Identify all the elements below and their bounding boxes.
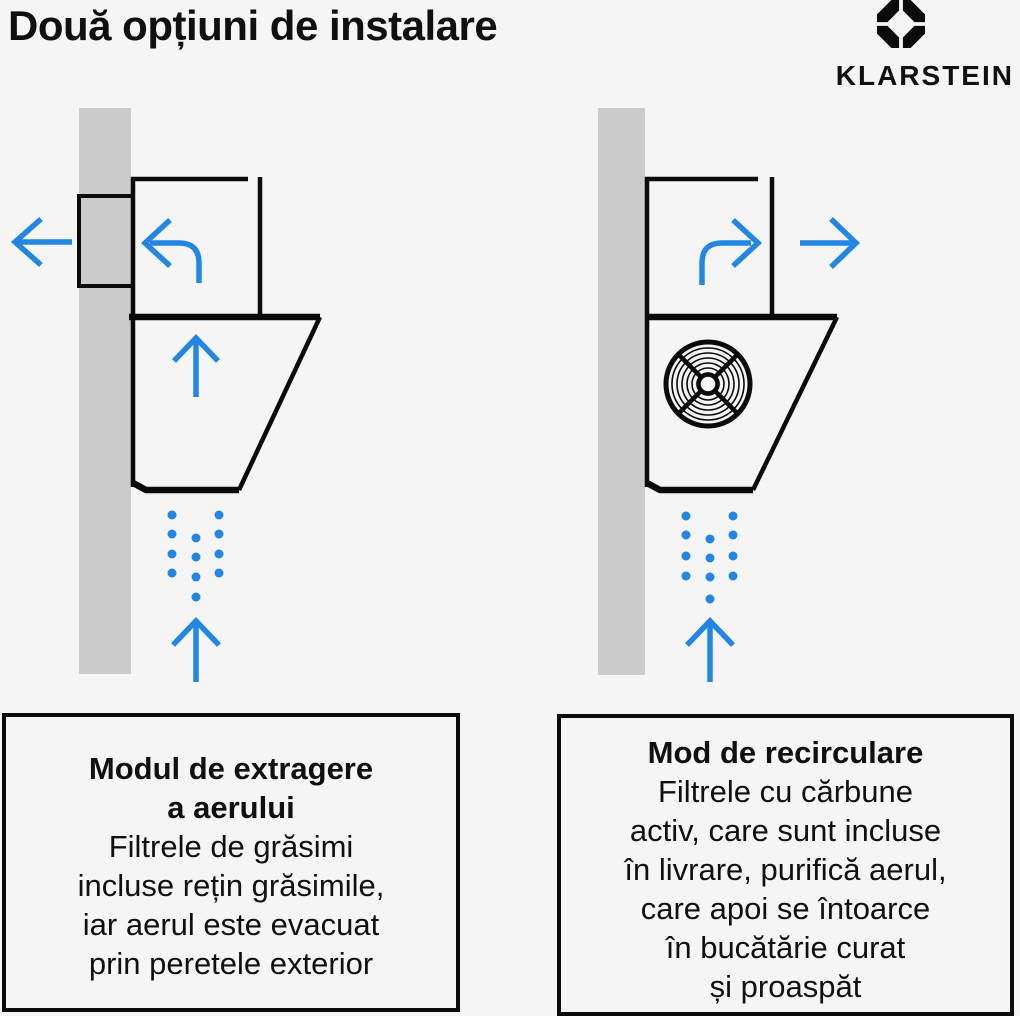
curved-right-arrow-icon [699, 217, 763, 285]
fan-icon [663, 339, 753, 429]
caption-body: Filtrele de grăsimi incluse rețin grăsim… [6, 827, 456, 983]
extraction-mode-caption-box: Modul de extragere a aerului Filtrele de… [2, 713, 460, 1012]
caption-body-line: incluse rețin grăsimile, [77, 868, 385, 903]
intake-up-arrow-icon [685, 617, 735, 682]
recirculation-mode-caption-box: Mod de recirculare Filtrele cu cărbune a… [557, 714, 1014, 1016]
caption-body-line: activ, care sunt incluse [629, 813, 942, 848]
caption-body-line: Filtrele de grăsimi [108, 829, 354, 864]
caption-body-line: și proaspăt [709, 969, 862, 1004]
caption-body: Filtrele cu cărbune activ, care sunt inc… [561, 772, 1010, 1006]
wall [598, 108, 645, 675]
wall [79, 108, 131, 674]
caption-title-line: a aerului [167, 790, 295, 825]
hood-outline [644, 176, 840, 494]
caption-title-line: Mod de recirculare [647, 735, 924, 770]
airflow-dots-icon [681, 511, 738, 604]
caption-body-line: în bucătărie curat [665, 930, 906, 965]
intake-up-arrow-icon [171, 617, 221, 682]
caption-body-line: prin peretele exterior [88, 946, 374, 981]
caption-title-line: Modul de extragere [88, 751, 374, 786]
hood-outline [129, 176, 323, 494]
brand-name: KLARSTEIN [835, 60, 1014, 91]
caption-title: Mod de recirculare [561, 733, 1010, 772]
extraction-mode-diagram [10, 108, 323, 682]
up-arrow-icon [172, 334, 220, 397]
caption-body-line: în livrare, purifică aerul, [624, 852, 947, 887]
caption-title: Modul de extragere a aerului [6, 749, 456, 827]
caption-body-line: care apoi se întoarce [640, 891, 931, 926]
exhaust-right-arrow-icon [800, 217, 860, 269]
caption-body-line: Filtrele cu cărbune [657, 774, 913, 809]
caption-body-line: iar aerul este evacuat [82, 907, 380, 942]
page-title: Două opțiuni de instalare [8, 2, 498, 49]
exhaust-left-arrow-icon [10, 216, 72, 268]
wall-duct [77, 194, 135, 288]
recirculation-mode-diagram [598, 108, 860, 682]
airflow-dots-icon [167, 510, 224, 602]
curved-left-arrow-icon [140, 217, 202, 283]
brand-block: KLARSTEIN [786, 0, 1016, 92]
klarstein-octagon-diamond-icon [875, 0, 927, 48]
